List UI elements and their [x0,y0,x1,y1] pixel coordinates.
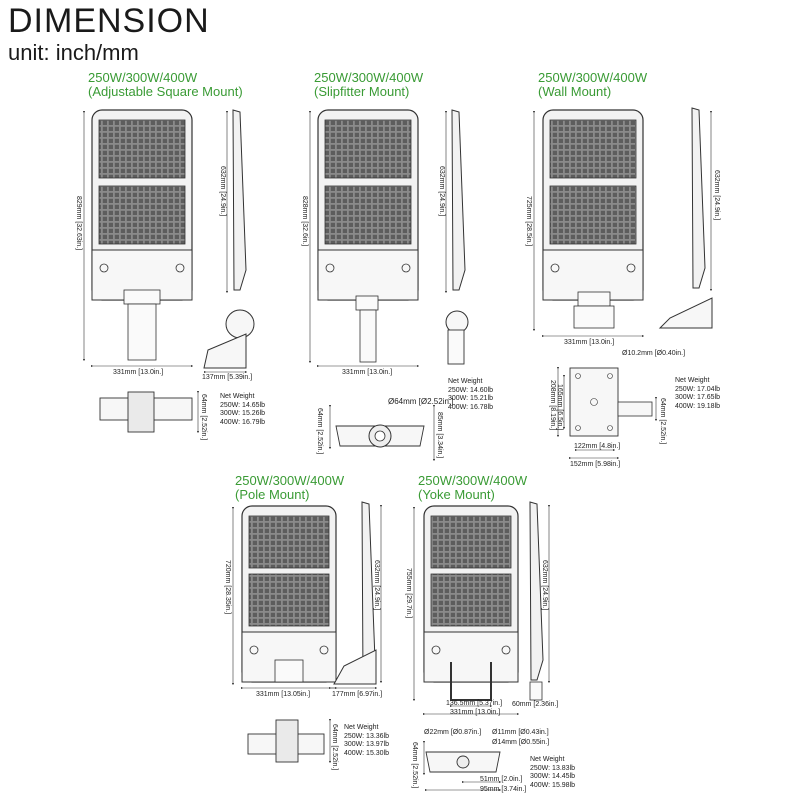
width-label: 331mm [13.0in.] [342,369,393,376]
dimension-lines-slipfitter [308,110,448,462]
height-side-label: 632mm [24.9in.] [438,166,445,217]
dimension-lines-adjustable-square [82,110,248,434]
dimension-lines-yoke [412,504,551,792]
net-weight-block: Net Weight 250W: 14.60lb 300W: 15.21lb 4… [448,378,493,412]
net-weight-title: Net Weight [530,756,565,763]
net-weight-block: Net Weight 250W: 13.83lb 300W: 14.45lb 4… [530,756,575,790]
heading-line2: (Slipfitter Mount) [314,84,410,99]
mount-height-label: 64mm [2.52in.] [411,742,418,789]
side-view-wall [658,107,713,329]
side-depth-label: 177mm [6.97in.] [332,691,383,698]
bottom-view-adjustable-square [99,391,193,433]
net-weight-250w: 250W: 17.04lb [675,385,721,393]
height-front-label: 725mm [28.5in.] [525,196,532,247]
net-weight-250w: 250W: 13.83lb [530,764,576,772]
d1-label: Ø22mm [Ø0.87in.] [424,729,482,736]
height-side-label: 632mm [24.9in.] [713,170,720,221]
net-weight-block: Net Weight 250W: 17.04lb 300W: 17.65lb 4… [675,377,720,411]
width-label: 331mm [13.0in.] [113,369,164,376]
net-weight-300w: 300W: 13.97lb [344,741,390,748]
heading-wall: 250W/300W/400W (Wall Mount) [538,71,647,99]
side-view-slipfitter [445,109,469,365]
heading-line2: (Pole Mount) [235,487,310,502]
mount-height-left-label: 64mm [2.52in.] [316,408,323,455]
plate-w1-label: 122mm [4.8in.] [574,443,621,450]
net-weight-title: Net Weight [448,378,483,385]
net-weight-300w: 300W: 17.65lb [675,394,721,401]
width-label: 331mm [13.0in.] [450,709,501,716]
height-front-label: 829mm [32.63in.] [75,196,82,251]
height-front-label: 720mm [28.35in.] [224,560,231,615]
wall-plate-view [569,367,653,437]
net-weight-400w: 400W: 19.18lb [675,402,721,410]
width-label: 331mm [13.0in.] [564,339,615,346]
net-weight-title: Net Weight [220,393,255,400]
heading-line2: (Yoke Mount) [418,487,495,502]
height-front-label: 755mm [29.7in.] [405,568,412,619]
w1-label: 51mm [2.0in.] [480,776,523,783]
net-weight-400w: 400W: 15.98lb [530,781,576,789]
unit-label: unit: inch/mm [8,40,139,65]
front-view-wall [542,109,644,329]
net-weight-title: Net Weight [675,377,710,384]
heading-yoke: 250W/300W/400W (Yoke Mount) [418,474,527,502]
front-view-adjustable-square [91,109,193,361]
side-view-adjustable-square [203,109,255,369]
side-depth-label: 137mm [5.39in.] [202,374,253,381]
net-weight-title: Net Weight [344,724,379,731]
front-view-pole [241,505,337,683]
heading-slipfitter: 250W/300W/400W (Slipfitter Mount) [314,71,423,99]
plate-depth-label: 64mm [2.52in.] [659,398,666,445]
net-weight-block: Net Weight 250W: 13.36lb 300W: 13.97lb 4… [344,724,389,758]
height-side-label: 632mm [24.9in.] [373,560,380,611]
side-depth-label: 60mm [2.36in.] [512,701,559,708]
side-view-yoke [529,501,544,701]
net-weight-400w: 400W: 15.30lb [344,749,390,757]
diameter-label: Ø64mm [Ø2.52in.] [388,397,454,406]
height-front-label: 828mm [32.6in.] [301,196,308,247]
d2-label: Ø11mm [Ø0.43in.] [492,729,549,736]
height-side-label: 632mm [24.9in.] [541,560,548,611]
front-view-yoke [423,505,519,701]
heading-line2: (Wall Mount) [538,84,612,99]
heading-pole: 250W/300W/400W (Pole Mount) [235,474,344,502]
page-title: DIMENSION [8,2,210,40]
heading-line1: 250W/300W/400W [538,70,648,85]
net-weight-400w: 400W: 16.79lb [220,418,266,426]
heading-line1: 250W/300W/400W [235,473,345,488]
w2-label: 95mm [3.74in.] [480,786,527,793]
bottom-view-pole [247,719,325,763]
dimension-lines-wall [532,110,713,460]
mount-height-label: 64mm [2.52in.] [331,724,338,771]
heading-line1: 250W/300W/400W [314,70,424,85]
plate-inner-label: 165mm [6.5in.] [556,384,563,431]
net-weight-300w: 300W: 15.26lb [220,410,266,417]
net-weight-250w: 250W: 14.65lb [220,401,266,409]
heading-line1: 250W/300W/400W [88,70,198,85]
width-label: 331mm [13.05in.] [256,691,311,698]
bottom-view-slipfitter [335,424,425,448]
mount-height-right-label: 85mm [3.34in.] [436,412,443,459]
bottom-view-yoke [425,751,501,773]
net-weight-block: Net Weight 250W: 14.65lb 300W: 15.26lb 4… [220,393,265,427]
heading-line1: 250W/300W/400W [418,473,528,488]
plate-w2-label: 152mm [5.98in.] [570,461,621,468]
d3-label: Ø14mm [Ø0.55in.] [492,739,550,746]
net-weight-250w: 250W: 14.60lb [448,386,494,394]
heading-line2: (Adjustable Square Mount) [88,84,243,99]
mount-height-label: 64mm [2.52in.] [200,394,207,441]
dimension-lines-pole [231,504,383,764]
height-side-label: 632mm [24.9in.] [219,166,226,217]
net-weight-400w: 400W: 16.78lb [448,403,494,411]
net-weight-300w: 300W: 15.21lb [448,395,494,402]
net-weight-250w: 250W: 13.36lb [344,732,390,740]
side-view-pole [333,501,377,685]
hole-label: Ø10.2mm [Ø0.40in.] [622,350,686,357]
heading-adjustable-square: 250W/300W/400W (Adjustable Square Mount) [88,71,243,99]
inner-width-label: 136.5mm [5.37in.] [446,700,503,707]
net-weight-300w: 300W: 14.45lb [530,773,576,780]
front-view-slipfitter [317,109,419,363]
